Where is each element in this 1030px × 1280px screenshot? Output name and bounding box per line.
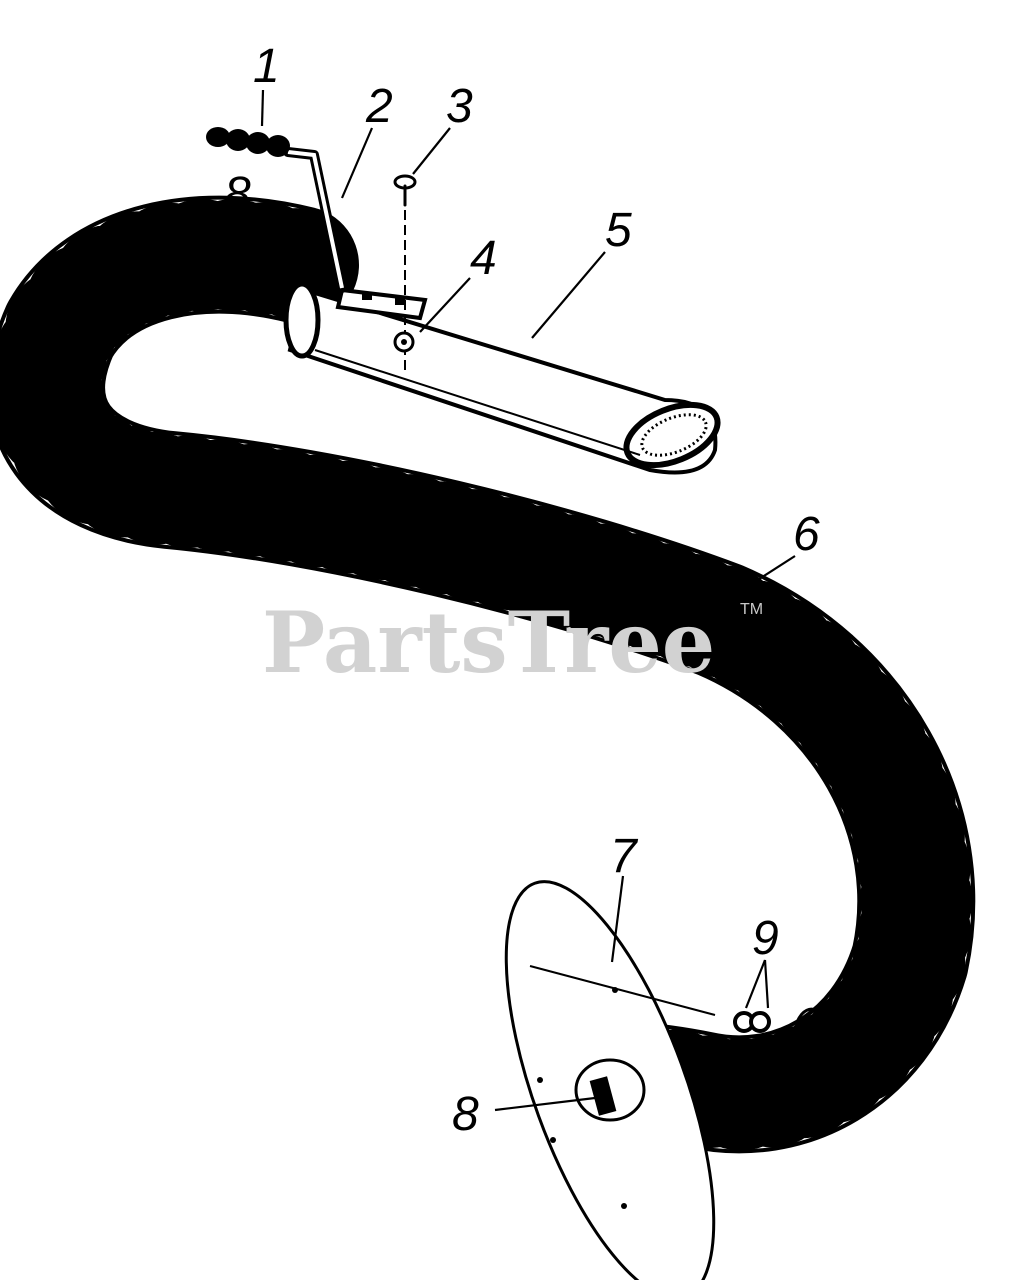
- callout-4: 4: [470, 232, 497, 285]
- callout-5: 5: [605, 204, 632, 257]
- callout-8-lower: 8: [452, 1088, 479, 1141]
- nut-set: [733, 1007, 832, 1046]
- nut: [393, 331, 415, 353]
- nozzle-mouth: [623, 401, 721, 469]
- callout-2: 2: [365, 80, 393, 133]
- flange-plate: [504, 880, 716, 1280]
- handle: [206, 127, 347, 293]
- watermark: PartsTree: [262, 593, 715, 692]
- trademark-mark: TM: [740, 601, 763, 618]
- hose-clamp-lower: [589, 1076, 617, 1116]
- hose-clamp-upper: [283, 281, 321, 359]
- callout-7: 7: [610, 830, 639, 883]
- callout-8-upper: 8: [224, 168, 251, 221]
- hose: [0, 195, 976, 1154]
- callout-1: 1: [253, 40, 280, 93]
- callout-9: 9: [752, 912, 779, 965]
- leader-lines: [257, 89, 796, 1112]
- grip: [206, 127, 290, 157]
- callout-6: 6: [793, 508, 820, 561]
- callout-3: 3: [446, 80, 473, 133]
